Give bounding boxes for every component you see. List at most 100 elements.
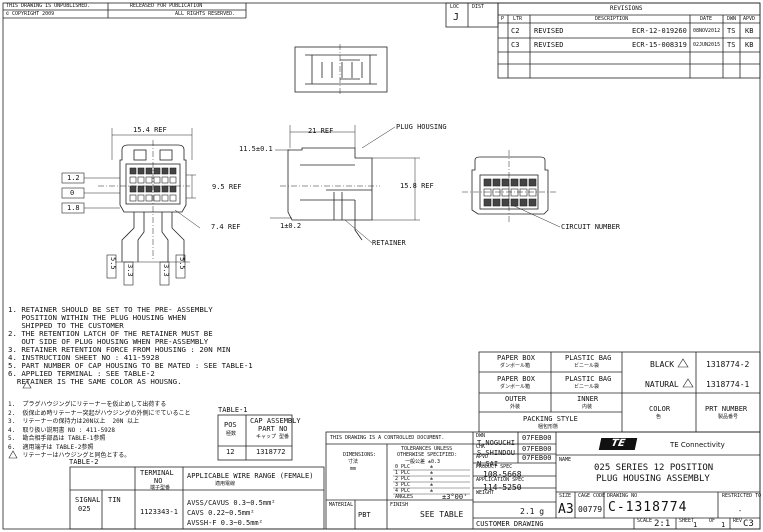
checked-date: 07FEB00 — [522, 445, 552, 453]
terminal-cavity — [137, 176, 145, 184]
callout-plug-housing: PLUG HOUSING — [396, 123, 447, 131]
packing-style: PACKING STYLE — [523, 415, 578, 423]
right-pin-grid — [483, 178, 537, 207]
terminal-cavity — [169, 176, 177, 184]
table-1-title: TABLE-1 — [218, 406, 248, 414]
restricted-label: RESTRICTED TO — [722, 493, 762, 499]
terminal-cavity — [153, 167, 161, 175]
note-line: 6. APPLIED TERMINAL : SEE TABLE-2 — [8, 369, 155, 378]
dim-height-tol: 11.5±0.1 — [239, 145, 273, 153]
terminal-cavity — [145, 176, 153, 184]
sheet-total: 1 — [721, 521, 726, 529]
rev-row-ecr: ECR-12-019260 — [632, 27, 687, 35]
terminal-cavity — [161, 167, 169, 175]
app-spec-label: APPLICATION SPEC — [476, 477, 525, 483]
controlled-doc: THIS DRAWING IS A CONTROLLED DOCUMENT. — [330, 435, 445, 441]
customer-drawing: CUSTOMER DRAWING — [476, 520, 544, 528]
terminal-cavity — [528, 188, 537, 197]
dim-length-ref: 21 REF — [308, 127, 334, 135]
table-2 — [69, 466, 325, 530]
table-2-wire-2: CAVS 0.22~0.5mm² — [187, 509, 255, 517]
notes-japanese: 1. プラグハウジングにリテーナーを仮止めして出荷する 2. 仮保止め時リテーナ… — [8, 401, 190, 461]
cage-label: CAGE CODE — [578, 493, 606, 499]
dim-box-0: 0 — [70, 189, 75, 197]
rev-header-desc: DESCRIPTION — [595, 16, 629, 22]
loc-label: LOC — [450, 4, 460, 10]
table-2-no-j: 端子型番 — [150, 485, 171, 491]
size-label: SIZE — [559, 493, 572, 499]
terminal-cavity — [137, 194, 145, 202]
rev-row-desc: REVISED — [534, 41, 564, 49]
plc-2: 2 PLC — [395, 476, 411, 482]
packing-plastic-bag: PLASTIC BAG — [565, 354, 612, 362]
terminal-cavity — [519, 188, 528, 197]
jnote-line: 5. 勘合相手部品は TABLE-1参照 — [8, 435, 106, 442]
terminal-cavity — [492, 178, 501, 187]
prod-spec: 108-5668 — [483, 470, 522, 479]
packing-outer: OUTER — [505, 395, 527, 403]
dist-label: DIST — [472, 4, 485, 10]
jnote-line: 1. プラグハウジングにリテーナーを仮止めして出荷する — [8, 401, 167, 408]
part-number-header: PRT NUMBER — [705, 405, 748, 413]
packing-plastic-bag-j: ビニール袋 — [574, 384, 600, 390]
approved-date: 07FEB00 — [522, 454, 552, 462]
rev-header-ltr: LTR — [513, 16, 523, 22]
sheet-number: 1 — [693, 521, 698, 529]
terminal-cavity — [510, 178, 519, 187]
revision: C3 — [743, 519, 754, 529]
table-2-terminal-header: TERMINAL — [140, 469, 174, 477]
terminal-cavity — [161, 194, 169, 202]
dim-total-height: 15.8 REF — [400, 182, 434, 190]
finish-label: FINISH — [390, 502, 409, 508]
rev-row-dwn: TS — [727, 27, 736, 35]
note-line: POSITION WITHIN THE PLUG HOUSING WHEN — [8, 313, 186, 322]
terminal-cavity — [510, 188, 519, 197]
sheet-of: OF — [709, 518, 716, 524]
plc-val-2: ± — [430, 476, 434, 482]
dimensions-unit: mm — [350, 466, 357, 472]
table-1-cap2: PART NO — [258, 425, 288, 433]
plc-0: 0 PLC — [395, 464, 411, 470]
rev-row-desc: REVISED — [534, 27, 564, 35]
company-name: TE Connectivity — [670, 441, 725, 449]
chk-label: CHK — [476, 444, 486, 450]
rev-header-p: P — [501, 16, 505, 22]
terminal-cavity — [145, 185, 153, 193]
terminal-cavity — [153, 185, 161, 193]
terminal-cavity — [501, 188, 510, 197]
terminal-cavity — [169, 194, 177, 202]
terminal-cavity — [483, 188, 492, 197]
jnote-line: 2. 仮保止め時リテーナー突起がハウジングの外側にでていること — [8, 409, 191, 417]
rev-header-apvd: APVD — [743, 16, 756, 22]
dim-depth-ref: 7.4 REF — [211, 223, 241, 231]
table-2-no-header: NO — [154, 477, 163, 485]
jnote-line: 4. 取り扱い説明書 NO : 411-5928 — [8, 426, 116, 434]
dim-offset-tol: 1±0.2 — [280, 222, 302, 230]
packing-outer-j: 外装 — [510, 404, 521, 410]
weight: 2.1 g — [520, 507, 545, 516]
table-1 — [217, 414, 293, 461]
plc-val-4: ± — [430, 488, 434, 494]
rev-row-dwn: TS — [727, 41, 736, 49]
terminal-cavity — [137, 185, 145, 193]
terminal-cavity — [492, 188, 501, 197]
drawing-number: C-1318774 — [608, 500, 688, 515]
terminal-cavity — [161, 185, 169, 193]
packing-plastic-bag-j: ビニール袋 — [574, 363, 600, 369]
plc-val-0: ± — [430, 464, 434, 470]
table-1-pos-j: 極数 — [226, 431, 237, 437]
dim-vert-5-5-a: 5.5 — [109, 257, 117, 270]
rev-row-ltr: C2 — [511, 27, 520, 35]
table-2-title: TABLE-2 — [69, 458, 99, 466]
callout-circuit-number: CIRCUIT NUMBER — [561, 223, 621, 231]
notes-english: 1. RETAINER SHOULD BE SET TO THE PRE- AS… — [8, 306, 253, 386]
dim-vert-3-3-b: 3.3 — [162, 264, 170, 277]
color-header-j: 色 — [656, 414, 662, 420]
color-natural: NATURAL — [645, 380, 679, 389]
drawing-no-label: DRAWING NO — [607, 493, 638, 499]
terminal-cavity — [161, 176, 169, 184]
terminal-cavity — [129, 185, 137, 193]
terminal-cavity — [129, 176, 137, 184]
rev-row-apvd: KB — [745, 41, 754, 49]
dim-inner-height: 9.5 REF — [212, 183, 242, 191]
